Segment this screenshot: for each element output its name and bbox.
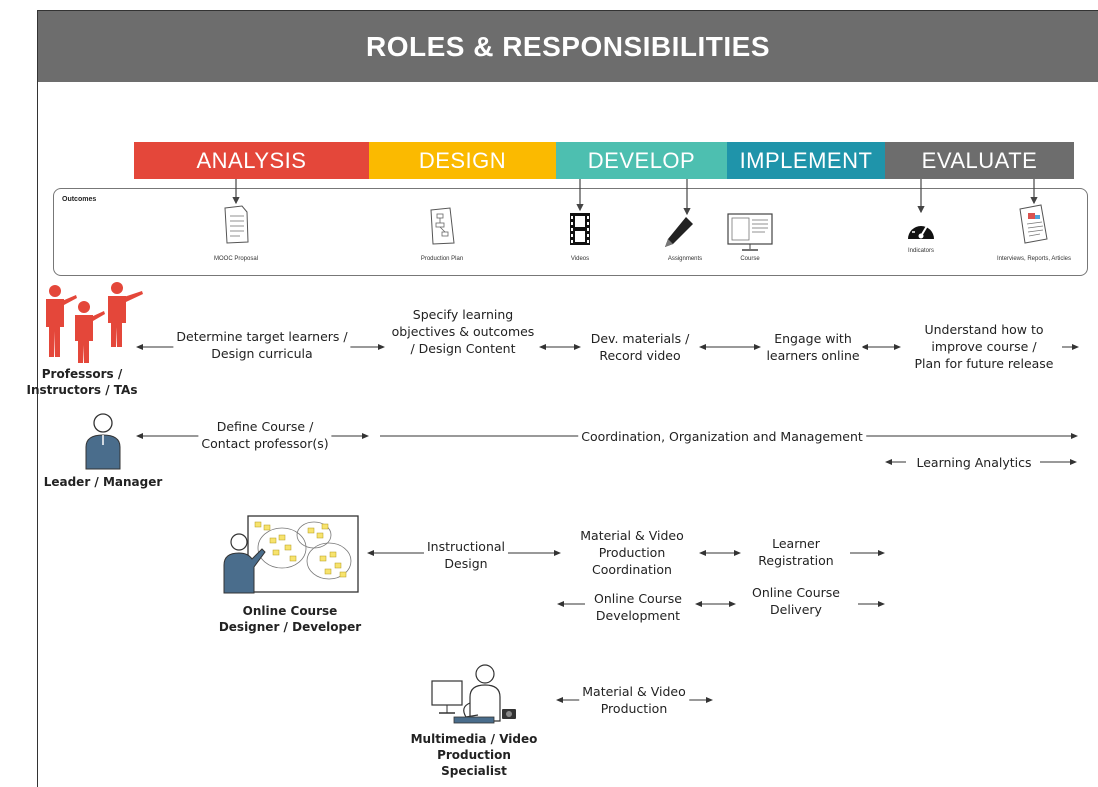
task-text: improve course /: [931, 339, 1037, 354]
role-label: Leader / Manager: [43, 475, 163, 489]
role-label: Designer / Developer: [218, 620, 362, 634]
phase-evaluate: EVALUATE: [885, 142, 1074, 179]
task-text: Understand how to: [924, 322, 1044, 337]
task-text: Specify learning: [412, 307, 514, 322]
task-text: Define Course /: [216, 419, 314, 434]
task-text: Delivery: [770, 602, 822, 617]
outcome-label: Assignments: [667, 256, 703, 262]
task-specify-objectives: Specify learning objectives & outcomes /…: [388, 306, 538, 357]
report-icon: [1019, 204, 1048, 244]
outcome-label: Production Plan: [420, 256, 464, 262]
people-presenting-icon: [46, 282, 143, 363]
task-production-coordination: Material & Video Production Coordination: [577, 527, 687, 578]
outcome-label: Videos: [570, 256, 590, 262]
phase-design: DESIGN: [369, 142, 556, 179]
outcome-label: MOOC Proposal: [213, 256, 259, 262]
role-label: Specialist: [441, 764, 507, 778]
task-text: Coordination: [592, 562, 672, 577]
role-leader: Leader / Manager: [44, 474, 163, 490]
role-professors: Professors / Instructors / TAs: [27, 366, 138, 398]
task-text: Online Course: [752, 585, 840, 600]
task-text: Registration: [758, 553, 834, 568]
task-text: Design curricula: [211, 346, 313, 361]
task-text: Record video: [599, 348, 681, 363]
task-text: Design: [444, 556, 488, 571]
task-text: Plan for future release: [914, 356, 1054, 371]
task-text: Learning Analytics: [916, 455, 1032, 470]
film-strip-icon: [570, 213, 590, 245]
monitor-icon: [727, 213, 773, 251]
document-icon: [224, 205, 249, 244]
page-frame: [37, 10, 1098, 787]
phase-label: IMPLEMENT: [739, 147, 873, 173]
task-text: Production: [600, 701, 668, 716]
task-online-course-delivery: Online Course Delivery: [749, 584, 843, 618]
task-learner-registration: Learner Registration: [755, 535, 837, 569]
task-learning-analytics: Learning Analytics: [913, 454, 1035, 471]
pencil-icon: [665, 217, 693, 247]
task-text: Development: [595, 608, 681, 623]
outcomes-label: Outcomes: [62, 196, 97, 203]
role-label: Instructors / TAs: [26, 383, 138, 397]
task-text: Material & Video: [580, 528, 684, 543]
outcome-label: Course: [740, 256, 760, 262]
task-text: Instructional: [426, 539, 506, 554]
task-coordination: Coordination, Organization and Managemen…: [578, 428, 866, 445]
task-text: Learner: [772, 536, 820, 551]
phase-analysis: ANALYSIS: [134, 142, 369, 179]
task-text: learners online: [766, 348, 860, 363]
task-instructional-design: Instructional Design: [423, 538, 509, 572]
task-text: Coordination, Organization and Managemen…: [581, 429, 863, 444]
task-text: / Design Content: [410, 341, 516, 356]
task-engage-learners: Engage with learners online: [763, 330, 863, 364]
task-text: Material & Video: [582, 684, 686, 699]
phase-implement: IMPLEMENT: [727, 142, 885, 179]
phase-label: EVALUATE: [921, 147, 1038, 173]
phase-label: DEVELOP: [587, 147, 696, 173]
task-material-video-production: Material & Video Production: [579, 683, 689, 717]
page-title: ROLES & RESPONSIBILITIES: [38, 11, 1098, 82]
role-multimedia: Multimedia / Video Production Specialist: [411, 731, 538, 779]
task-text: Determine target learners /: [176, 329, 348, 344]
task-text: Contact professor(s): [201, 436, 329, 451]
workstation-icon: [431, 664, 516, 724]
task-determine-target-learners: Determine target learners / Design curri…: [173, 328, 351, 362]
phase-label: DESIGN: [418, 147, 507, 173]
phase-develop: DEVELOP: [556, 142, 727, 179]
task-text: Dev. materials /: [590, 331, 690, 346]
task-text: Production: [598, 545, 666, 560]
outcome-label: Indicators: [907, 248, 935, 254]
task-improve-course: Understand how to improve course / Plan …: [911, 321, 1057, 372]
flowchart-document-icon: [430, 207, 455, 245]
task-text: objectives & outcomes: [391, 324, 535, 339]
task-develop-materials: Dev. materials / Record video: [587, 330, 693, 364]
phase-label: ANALYSIS: [196, 147, 307, 173]
outcome-label: Interviews, Reports, Articles: [996, 256, 1072, 262]
role-label: Multimedia / Video: [410, 732, 538, 746]
task-text: Engage with: [774, 331, 852, 346]
role-designer: Online Course Designer / Developer: [219, 603, 361, 635]
person-icon: [85, 413, 121, 470]
role-label: Professors /: [41, 367, 123, 381]
role-label: Production: [437, 748, 511, 762]
role-label: Online Course: [242, 604, 338, 618]
task-define-course: Define Course / Contact professor(s): [198, 418, 332, 452]
presenter-board-icon: [223, 515, 359, 594]
task-online-course-development: Online Course Development: [591, 590, 685, 624]
gauge-icon: [908, 220, 934, 239]
task-text: Online Course: [594, 591, 682, 606]
